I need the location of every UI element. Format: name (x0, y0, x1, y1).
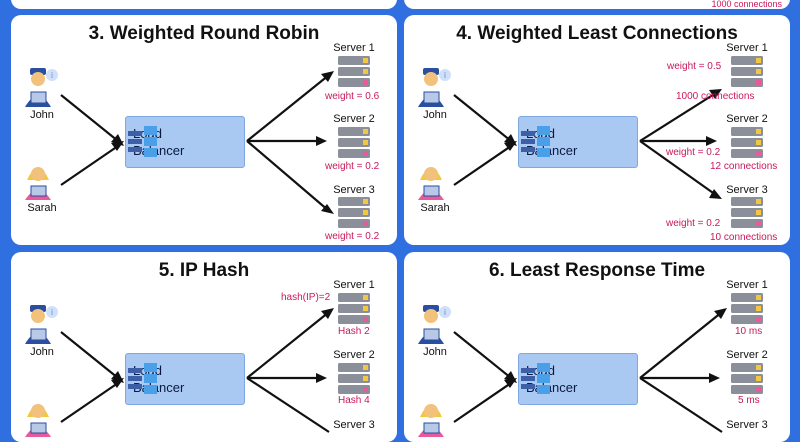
user-name: John (30, 109, 54, 121)
panel-weighted-least-connections: 4. Weighted Least Connections i John (404, 15, 790, 245)
panel-ip-hash: 5. IP Hash i John (11, 252, 397, 442)
user-name: John (423, 346, 447, 358)
server-hash-formula: hash(IP)=2 (281, 292, 331, 303)
server-weight: weight = 0.2 (666, 218, 721, 229)
load-balancer-icon (128, 126, 157, 157)
server-weight: weight = 0.5 (667, 61, 722, 72)
server-connections: 10 connections (710, 232, 778, 243)
user-sarah: Sarah (415, 158, 455, 216)
previous-panel-right: 1000 connections (404, 0, 790, 9)
panel-weighted-round-robin: 3. Weighted Round Robin i John (11, 15, 397, 245)
load-balancer-icon (521, 126, 550, 157)
server-label: Server 1 (333, 279, 375, 291)
server-label: Server 2 (726, 349, 768, 361)
user-avatar-icon (25, 404, 51, 437)
server-response-time: 5 ms (738, 395, 760, 406)
load-balancer-icon (521, 363, 550, 394)
svg-text:i: i (444, 308, 446, 317)
server-icon (338, 363, 370, 394)
server-note: weight = 0.6 (325, 91, 380, 102)
panel-title: 5. IP Hash (158, 260, 250, 281)
server-connections: 12 connections (710, 161, 778, 172)
user-avatar-icon: i (418, 68, 451, 107)
server-connections: 1000 connections (676, 91, 755, 102)
server-icon (731, 293, 763, 324)
load-balancer: Load Balancer (518, 353, 638, 405)
server-icon (731, 363, 763, 394)
server-label: Server 2 (726, 113, 768, 125)
user-avatar-icon (418, 167, 444, 200)
user-avatar-icon (418, 404, 444, 437)
server-label: Server 2 (333, 113, 375, 125)
previous-panel-left (11, 0, 397, 9)
server-note: weight = 0.2 (325, 161, 380, 172)
user-sarah: Sarah (22, 158, 62, 216)
user-avatar-icon: i (25, 68, 58, 107)
server-icon (338, 127, 370, 158)
load-balancer: Load Balancer (125, 353, 245, 405)
user-name: John (423, 109, 447, 121)
server-icon (338, 197, 370, 228)
user-sarah (22, 395, 62, 442)
panel-title: 4. Weighted Least Connections (456, 23, 738, 44)
svg-text:i: i (51, 308, 53, 317)
load-balancer: Load Balancer (125, 116, 245, 168)
server-label: Server 1 (726, 42, 768, 54)
server-icon (731, 197, 763, 228)
user-john: i John (415, 65, 455, 123)
user-avatar-icon: i (418, 305, 451, 344)
user-john: i John (22, 302, 62, 360)
svg-text:i: i (51, 71, 53, 80)
user-john: i John (22, 65, 62, 123)
user-name: Sarah (27, 202, 57, 214)
arrows (60, 71, 334, 214)
user-name: John (30, 346, 54, 358)
server-note: weight = 0.2 (325, 231, 380, 242)
server-weight: weight = 0.2 (666, 147, 721, 158)
server-icon (731, 56, 763, 87)
server-icon (731, 127, 763, 158)
load-balancer: Load Balancer (518, 116, 638, 168)
server-icon (338, 56, 370, 87)
panel-title: 3. Weighted Round Robin (88, 23, 320, 44)
server-label: Server 3 (726, 419, 768, 431)
panel-title: 6. Least Response Time (488, 260, 706, 281)
load-balancer-icon (128, 363, 157, 394)
server-label: Server 3 (333, 419, 375, 431)
user-name: Sarah (420, 202, 450, 214)
server-label: Server 3 (726, 184, 768, 196)
server-label: Server 3 (333, 184, 375, 196)
server-hash: Hash 4 (338, 395, 370, 406)
server-response-time: 10 ms (735, 326, 763, 337)
user-john: i John (415, 302, 455, 360)
previous-panel-note: 1000 connections (711, 0, 782, 9)
server-label: Server 2 (333, 349, 375, 361)
server-hash: Hash 2 (338, 326, 370, 337)
server-label: Server 1 (333, 42, 375, 54)
user-avatar-icon (25, 167, 51, 200)
server-label: Server 1 (726, 279, 768, 291)
user-sarah (415, 395, 455, 442)
arrows (453, 89, 722, 199)
svg-text:i: i (444, 71, 446, 80)
server-icon (338, 293, 370, 324)
arrows (453, 308, 727, 433)
user-avatar-icon: i (25, 305, 58, 344)
arrows (60, 308, 334, 433)
panel-least-response-time: 6. Least Response Time i John (404, 252, 790, 442)
